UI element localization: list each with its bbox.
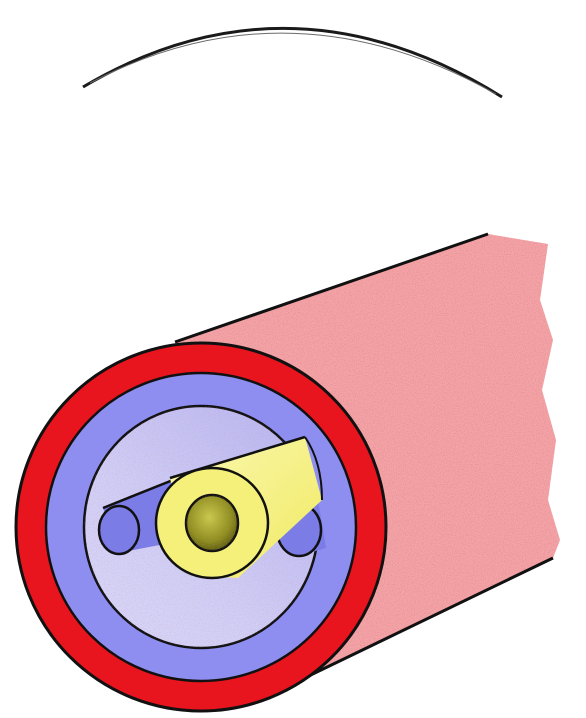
top-arc — [83, 28, 502, 97]
tube-core — [186, 495, 238, 551]
